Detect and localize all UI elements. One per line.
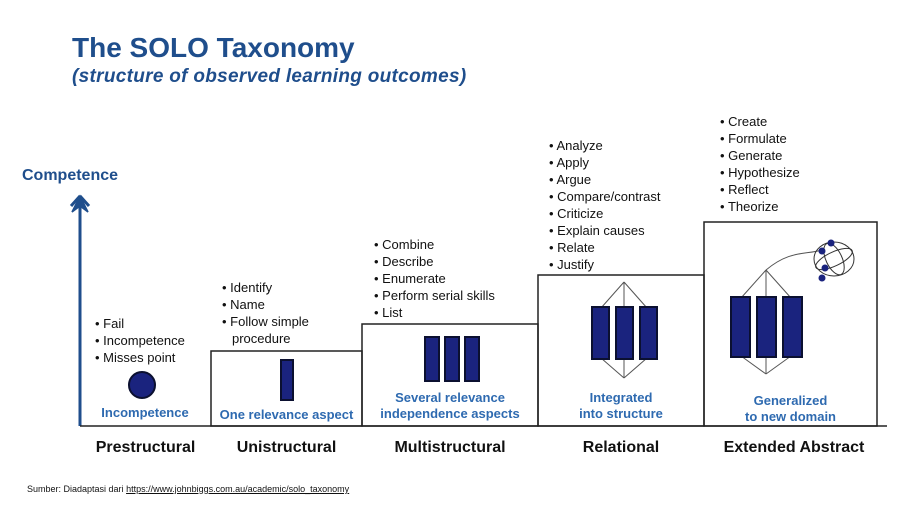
source-citation: Sumber: Diadaptasi dari https://www.john… bbox=[27, 484, 349, 494]
multistructural-bar bbox=[444, 336, 460, 382]
unistructural-caption: One relevance aspect bbox=[219, 407, 354, 422]
multistructural-bar bbox=[424, 336, 440, 382]
list-item: • Relate bbox=[549, 240, 595, 255]
new-domain-orb bbox=[813, 241, 855, 277]
relational-bar bbox=[591, 306, 610, 360]
list-item: procedure bbox=[232, 331, 291, 346]
level-name-unistructural: Unistructural bbox=[236, 439, 337, 456]
list-item: • Apply bbox=[549, 155, 589, 170]
new-domain-node bbox=[818, 274, 826, 282]
list-item: • Identify bbox=[222, 280, 273, 295]
relational-verbs: • Analyze • Apply • Argue • Compare/cont… bbox=[549, 137, 661, 273]
prestructural-caption: Incompetence bbox=[101, 405, 189, 420]
multistructural-caption: Several relevance independence aspects bbox=[380, 390, 520, 421]
list-item: • Compare/contrast bbox=[549, 189, 661, 204]
list-item: • Perform serial skills bbox=[374, 288, 495, 303]
prestructural-circle bbox=[128, 371, 156, 399]
competence-axis-arrowhead bbox=[71, 194, 89, 213]
new-domain-node bbox=[818, 247, 826, 255]
list-item: • Describe bbox=[374, 254, 434, 269]
level-name-multistructural: Multistructural bbox=[394, 439, 506, 456]
list-item: • Generate bbox=[720, 148, 783, 163]
multistructural-bar bbox=[464, 336, 480, 382]
list-item: • Explain causes bbox=[549, 223, 645, 238]
level-name-prestructural: Prestructural bbox=[95, 439, 196, 456]
list-item: • Combine bbox=[374, 237, 435, 252]
list-item: • Formulate bbox=[720, 131, 787, 146]
multistructural-verbs: • Combine • Describe • Enumerate • Perfo… bbox=[374, 236, 495, 321]
level-name-extended-abstract: Extended Abstract bbox=[723, 439, 865, 456]
list-item: • Follow simple bbox=[222, 314, 309, 329]
unistructural-verbs: • Identify • Name • Follow simple proced… bbox=[222, 279, 309, 347]
list-item: • Reflect bbox=[720, 182, 769, 197]
list-item: • Misses point bbox=[95, 350, 176, 365]
list-item: • Justify bbox=[549, 257, 595, 272]
extended-abstract-structure bbox=[740, 249, 823, 375]
unistructural-bar bbox=[280, 359, 294, 401]
relational-bar bbox=[639, 306, 658, 360]
new-domain-node bbox=[827, 239, 835, 247]
competence-axis-arrowhead-edge-right bbox=[78, 194, 91, 208]
list-item: • Analyze bbox=[549, 138, 603, 153]
list-item: • Hypothesize bbox=[720, 165, 800, 180]
competence-axis-label: Competence bbox=[22, 167, 119, 184]
relational-bar bbox=[615, 306, 634, 360]
extended-abstract-verbs: • Create • Formulate • Generate • Hypoth… bbox=[720, 113, 800, 215]
list-item: • Criticize bbox=[549, 206, 604, 221]
list-item: • Argue bbox=[549, 172, 592, 187]
new-domain-node bbox=[821, 264, 829, 272]
list-item: • Fail bbox=[95, 316, 125, 331]
extended-abstract-caption: Generalized to new domain bbox=[745, 393, 836, 424]
prestructural-verbs: • Fail • Incompetence • Misses point bbox=[95, 315, 185, 366]
competence-axis-arrowhead-edge-left bbox=[69, 194, 82, 208]
source-prefix: Sumber: Diadaptasi dari bbox=[27, 484, 127, 494]
level-name-relational: Relational bbox=[582, 439, 660, 456]
extended-abstract-bar bbox=[730, 296, 751, 358]
relational-caption: Integrated into structure bbox=[579, 390, 663, 421]
list-item: • List bbox=[374, 305, 403, 320]
list-item: • Create bbox=[720, 114, 768, 129]
list-item: • Theorize bbox=[720, 199, 779, 214]
extended-abstract-box bbox=[703, 221, 878, 427]
extended-abstract-bar bbox=[782, 296, 803, 358]
slide-subtitle: (structure of observed learning outcomes… bbox=[72, 66, 467, 87]
list-item: • Incompetence bbox=[95, 333, 185, 348]
extended-abstract-bar bbox=[756, 296, 777, 358]
slide-title: The SOLO Taxonomy bbox=[72, 32, 355, 63]
source-link[interactable]: https://www.johnbiggs.com.au/academic/so… bbox=[126, 484, 350, 494]
relational-structure bbox=[600, 281, 648, 379]
list-item: • Enumerate bbox=[374, 271, 446, 286]
list-item: • Name bbox=[222, 297, 265, 312]
